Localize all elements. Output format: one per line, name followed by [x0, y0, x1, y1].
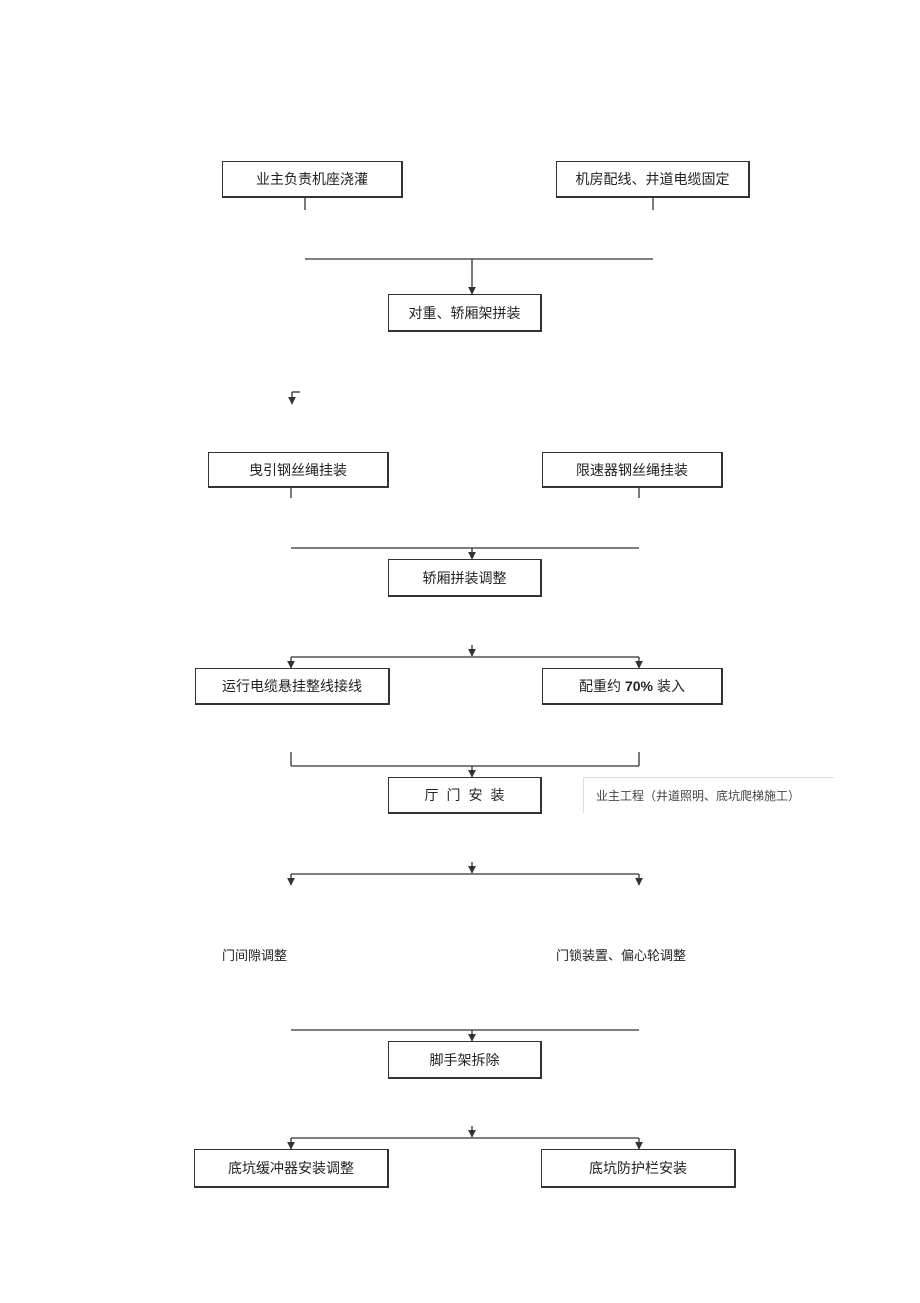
step-scaffold-removal: 脚手架拆除 [388, 1041, 542, 1079]
step-label: 底坑缓冲器安装调整 [228, 1161, 354, 1177]
owner-works-note: 业主工程（井道照明、底坑爬梯施工） [583, 777, 834, 813]
step-label-value: 70% [624, 678, 654, 694]
step-label: 门锁装置、偏心轮调整 [556, 949, 687, 964]
step-label: 机房配线、井道电缆固定 [575, 172, 730, 188]
step-label: 底坑防护栏安装 [589, 1161, 687, 1177]
step-label-prefix: 配重约 [578, 679, 621, 695]
note-label: 业主工程（井道照明、底坑爬梯施工） [596, 789, 801, 803]
step-door-lock-adjust: 门锁装置、偏心轮调整 [556, 945, 686, 964]
step-car-assembly-adjust: 轿厢拼装调整 [388, 559, 542, 597]
step-door-gap-adjust: 门间隙调整 [222, 945, 287, 964]
step-machine-room-wiring: 机房配线、井道电缆固定 [556, 161, 750, 198]
step-label: 门间隙调整 [222, 949, 288, 964]
step-counterweight-car-frame: 对重、轿厢架拼装 [388, 294, 542, 332]
step-traction-rope: 曳引钢丝绳挂装 [208, 452, 389, 488]
step-label: 脚手架拆除 [429, 1052, 500, 1069]
step-traveling-cable: 运行电缆悬挂整线接线 [195, 668, 390, 705]
step-label: 曳引钢丝绳挂装 [249, 462, 347, 479]
step-label: 限速器钢丝绳挂装 [576, 462, 688, 479]
step-landing-door-install: 厅门安装 [388, 777, 542, 814]
step-label: 对重、轿厢架拼装 [408, 305, 521, 322]
step-label: 业主负责机座浇灌 [256, 172, 368, 188]
step-counterweight-load: 配重约 70% 装入 [542, 668, 723, 705]
step-owner-base-pour: 业主负责机座浇灌 [222, 161, 403, 198]
step-label-suffix: 装入 [657, 679, 686, 695]
step-pit-guardrail-install: 底坑防护栏安装 [541, 1149, 736, 1188]
step-pit-buffer-install: 底坑缓冲器安装调整 [194, 1149, 389, 1188]
step-label: 运行电缆悬挂整线接线 [222, 679, 362, 695]
step-label: 轿厢拼装调整 [422, 570, 507, 587]
step-governor-rope: 限速器钢丝绳挂装 [542, 452, 723, 488]
step-label: 厅门安装 [424, 788, 513, 804]
